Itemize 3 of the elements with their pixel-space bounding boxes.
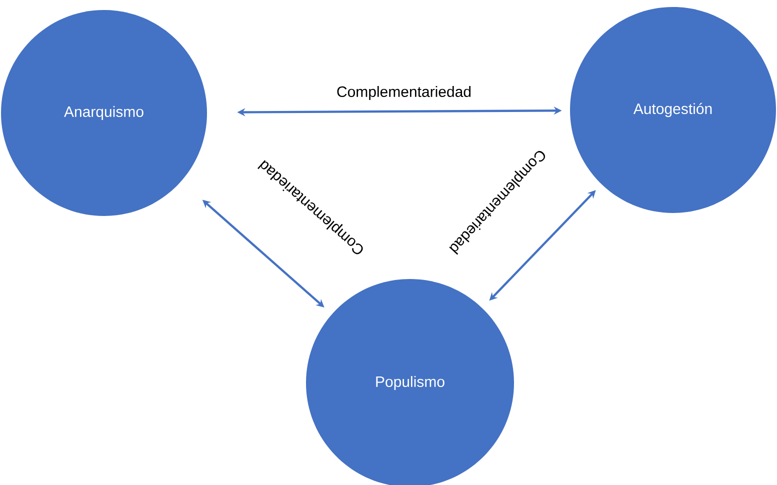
- edge-label: Complementariedad: [335, 85, 473, 101]
- circle-node: Anarquismo: [1, 10, 207, 216]
- circle-node: Autogestión: [570, 7, 776, 213]
